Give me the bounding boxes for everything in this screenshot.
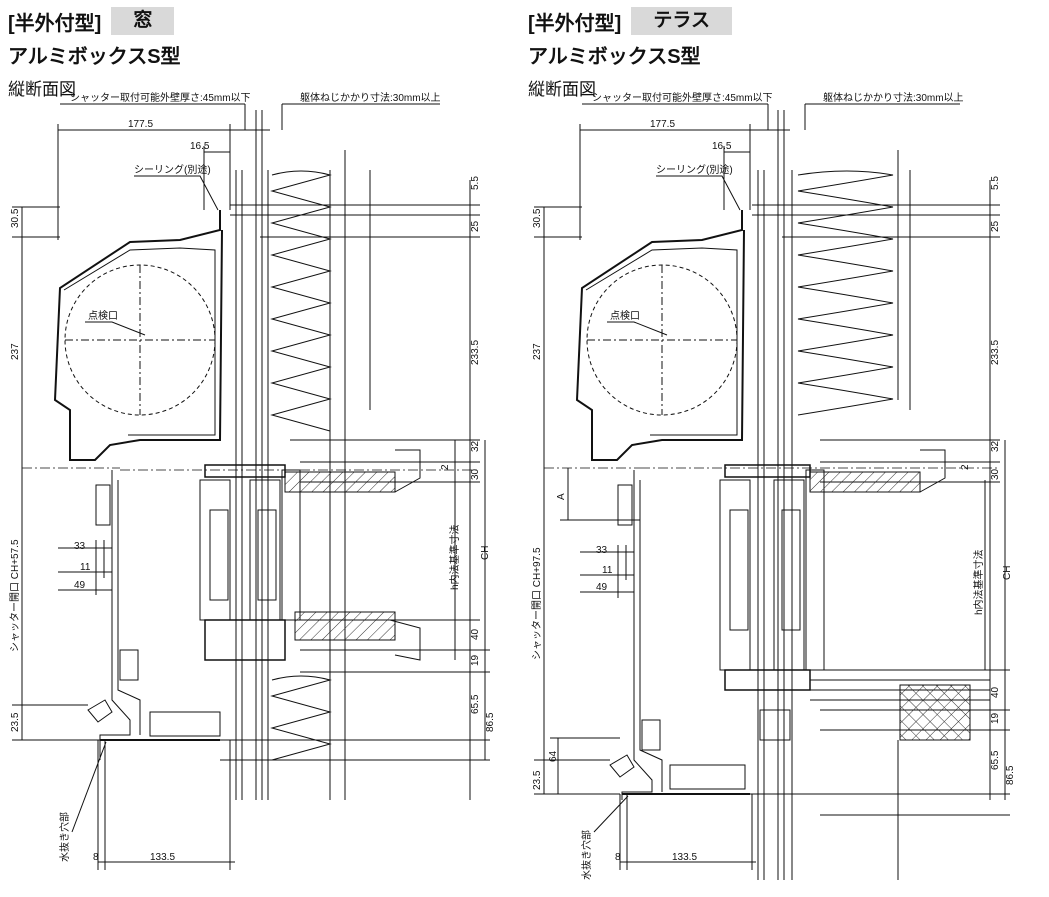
dim-right-i: 65.5 [990, 750, 1001, 770]
note-opening: シャッター開口 CH+97.5 [531, 547, 543, 660]
note-ch: CH [480, 546, 491, 560]
dim-right-c: 233.5 [470, 340, 481, 365]
note-inspection: 点検口 [610, 309, 640, 322]
note-inner-dim: h内法基準寸法 [448, 524, 461, 590]
dim-right-a: 5.5 [990, 176, 1001, 190]
dim-right-d: 32 [990, 440, 1001, 452]
dim-11: 11 [602, 565, 613, 576]
variant-badge: 窓 [111, 7, 175, 35]
dim-right-g: 40 [470, 628, 481, 640]
dim-11: 11 [80, 562, 91, 573]
dim-right-d: 32 [470, 440, 481, 452]
dim-right-e: 2 [440, 464, 451, 470]
panel-header: [半外付型] テラス アルミボックスS型 縦断面図 [528, 6, 732, 100]
product-name: アルミボックスS型 [528, 46, 701, 68]
dim-left-a: 30.5 [10, 208, 21, 228]
dim-right-j: 86.5 [485, 712, 496, 732]
type-label: [半外付型] [528, 12, 622, 35]
dim-top-width: 177.5 [128, 119, 153, 130]
dim-right-h: 19 [990, 712, 1001, 724]
note-inner-dim: h内法基準寸法 [972, 549, 985, 615]
dim-right-f: 30 [470, 468, 481, 480]
note-screw-depth: 躯体ねじかかり寸法:30mm以上 [300, 91, 441, 104]
note-wall-thickness: シャッター取付可能外壁厚さ:45mm以下 [70, 91, 251, 104]
dim-top-width: 177.5 [650, 119, 675, 130]
dim-right-i: 65.5 [470, 694, 481, 714]
note-opening: シャッター開口 CH+57.5 [9, 539, 21, 652]
dim-right-b: 25 [470, 220, 481, 232]
dim-left-d: 64 [548, 750, 559, 762]
dim-right-c: 233.5 [990, 340, 1001, 365]
dim-top-small: 16.5 [190, 141, 210, 152]
section-title: 縦断面図 [8, 80, 76, 99]
note-ch: CH [1002, 566, 1013, 580]
note-inspection: 点検口 [88, 309, 118, 322]
dim-left-b: 237 [10, 343, 21, 360]
dim-left-a: 30.5 [532, 208, 543, 228]
dim-bottom-width: 133.5 [672, 852, 697, 863]
dim-49: 49 [74, 580, 86, 591]
section-drawing: シャッター取付可能外壁厚さ:45mm以下 躯体ねじかかり寸法:30mm以上 17… [9, 91, 496, 870]
section-drawing: シャッター取付可能外壁厚さ:45mm以下 躯体ねじかかり寸法:30mm以上 17… [531, 91, 1016, 880]
section-panel-terrace: [半外付型] テラス アルミボックスS型 縦断面図 [520, 0, 1040, 897]
note-screw-depth: 躯体ねじかかり寸法:30mm以上 [823, 91, 964, 104]
note-drain: 水抜き穴部 [58, 812, 71, 862]
dim-49: 49 [596, 582, 608, 593]
dim-right-f: 30 [990, 468, 1001, 480]
note-wall-thickness: シャッター取付可能外壁厚さ:45mm以下 [592, 91, 773, 104]
type-label: [半外付型] [8, 12, 102, 35]
dim-bottom-8: 8 [615, 852, 621, 863]
dim-right-a: 5.5 [470, 176, 481, 190]
dim-right-g: 40 [990, 686, 1001, 698]
note-a: A [556, 493, 567, 500]
dim-bottom-8: 8 [93, 852, 99, 863]
note-sealing: シーリング(別途) [134, 163, 211, 176]
dim-right-j: 86.5 [1005, 765, 1016, 785]
note-sealing: シーリング(別途) [656, 163, 733, 176]
panel-header: [半外付型] 窓 アルミボックスS型 縦断面図 [8, 6, 181, 100]
dim-left-c: 23.5 [532, 770, 543, 790]
dim-33: 33 [74, 541, 86, 552]
dim-top-small: 16.5 [712, 141, 732, 152]
variant-badge: テラス [631, 7, 732, 35]
dim-left-c: 23.5 [10, 712, 21, 732]
dim-right-b: 25 [990, 220, 1001, 232]
note-drain: 水抜き穴部 [580, 830, 593, 880]
product-name: アルミボックスS型 [8, 46, 181, 68]
dim-right-h: 19 [470, 654, 481, 666]
dim-right-e: 2 [960, 464, 971, 470]
dim-33: 33 [596, 545, 608, 556]
dim-left-b: 237 [532, 343, 543, 360]
dim-bottom-width: 133.5 [150, 852, 175, 863]
section-title: 縦断面図 [528, 80, 596, 99]
section-panel-window: [半外付型] 窓 アルミボックスS型 縦断面図 [0, 0, 520, 897]
